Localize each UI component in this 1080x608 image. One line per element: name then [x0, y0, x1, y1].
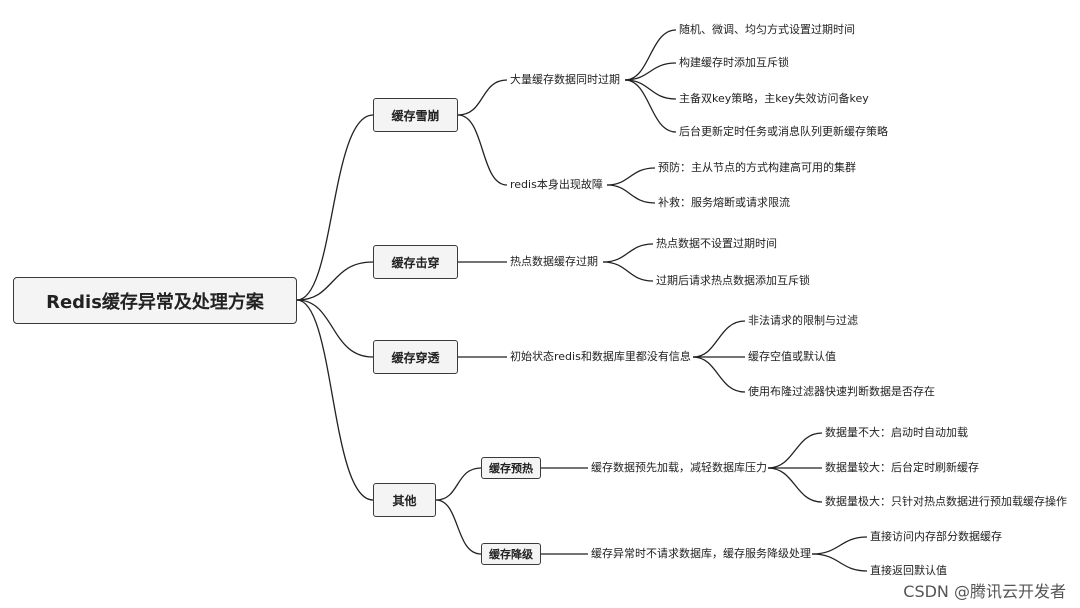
avalanche-leaf-2[interactable]: 构建缓存时添加互斥锁: [679, 56, 789, 69]
degrade-leaf-2[interactable]: 直接返回默认值: [870, 564, 947, 577]
avalanche-leaf-3[interactable]: 主备双key策略，主key失效访问备key: [679, 92, 869, 105]
avalanche-cause-redis-failure[interactable]: redis本身出现故障: [510, 178, 603, 191]
node-other[interactable]: 其他: [373, 483, 436, 517]
avalanche-leaf-6[interactable]: 补救：服务熔断或请求限流: [658, 196, 790, 209]
degrade-desc[interactable]: 缓存异常时不请求数据库，缓存服务降级处理: [591, 547, 811, 560]
penetration-leaf-1[interactable]: 非法请求的限制与过滤: [748, 314, 858, 327]
penetration-leaf-2[interactable]: 缓存空值或默认值: [748, 350, 836, 363]
breakdown-leaf-2[interactable]: 过期后请求热点数据添加互斥锁: [656, 274, 810, 287]
node-cache-penetration[interactable]: 缓存穿透: [373, 340, 458, 374]
warmup-leaf-1[interactable]: 数据量不大：启动时自动加载: [825, 426, 968, 439]
avalanche-leaf-5[interactable]: 预防：主从节点的方式构建高可用的集群: [658, 161, 856, 174]
avalanche-leaf-1[interactable]: 随机、微调、均匀方式设置过期时间: [679, 23, 855, 36]
watermark: CSDN @腾讯云开发者: [903, 582, 1066, 601]
warmup-desc[interactable]: 缓存数据预先加载，减轻数据库压力: [591, 461, 767, 474]
breakdown-leaf-1[interactable]: 热点数据不设置过期时间: [656, 237, 777, 250]
breakdown-cause[interactable]: 热点数据缓存过期: [510, 255, 598, 268]
penetration-leaf-3[interactable]: 使用布隆过滤器快速判断数据是否存在: [748, 385, 935, 398]
degrade-leaf-1[interactable]: 直接访问内存部分数据缓存: [870, 530, 1002, 543]
root-node[interactable]: Redis缓存异常及处理方案: [13, 277, 297, 324]
node-cache-avalanche[interactable]: 缓存雪崩: [373, 98, 458, 132]
avalanche-leaf-4[interactable]: 后台更新定时任务或消息队列更新缓存策略: [679, 125, 888, 138]
warmup-leaf-2[interactable]: 数据量较大：后台定时刷新缓存: [825, 461, 979, 474]
warmup-leaf-3[interactable]: 数据量极大：只针对热点数据进行预加载缓存操作: [825, 495, 1067, 508]
node-cache-breakdown[interactable]: 缓存击穿: [373, 245, 458, 279]
avalanche-cause-mass-expiry[interactable]: 大量缓存数据同时过期: [510, 73, 620, 86]
penetration-cause[interactable]: 初始状态redis和数据库里都没有信息: [510, 350, 691, 363]
node-cache-degrade[interactable]: 缓存降级: [481, 543, 541, 565]
node-cache-warmup[interactable]: 缓存预热: [481, 457, 541, 479]
